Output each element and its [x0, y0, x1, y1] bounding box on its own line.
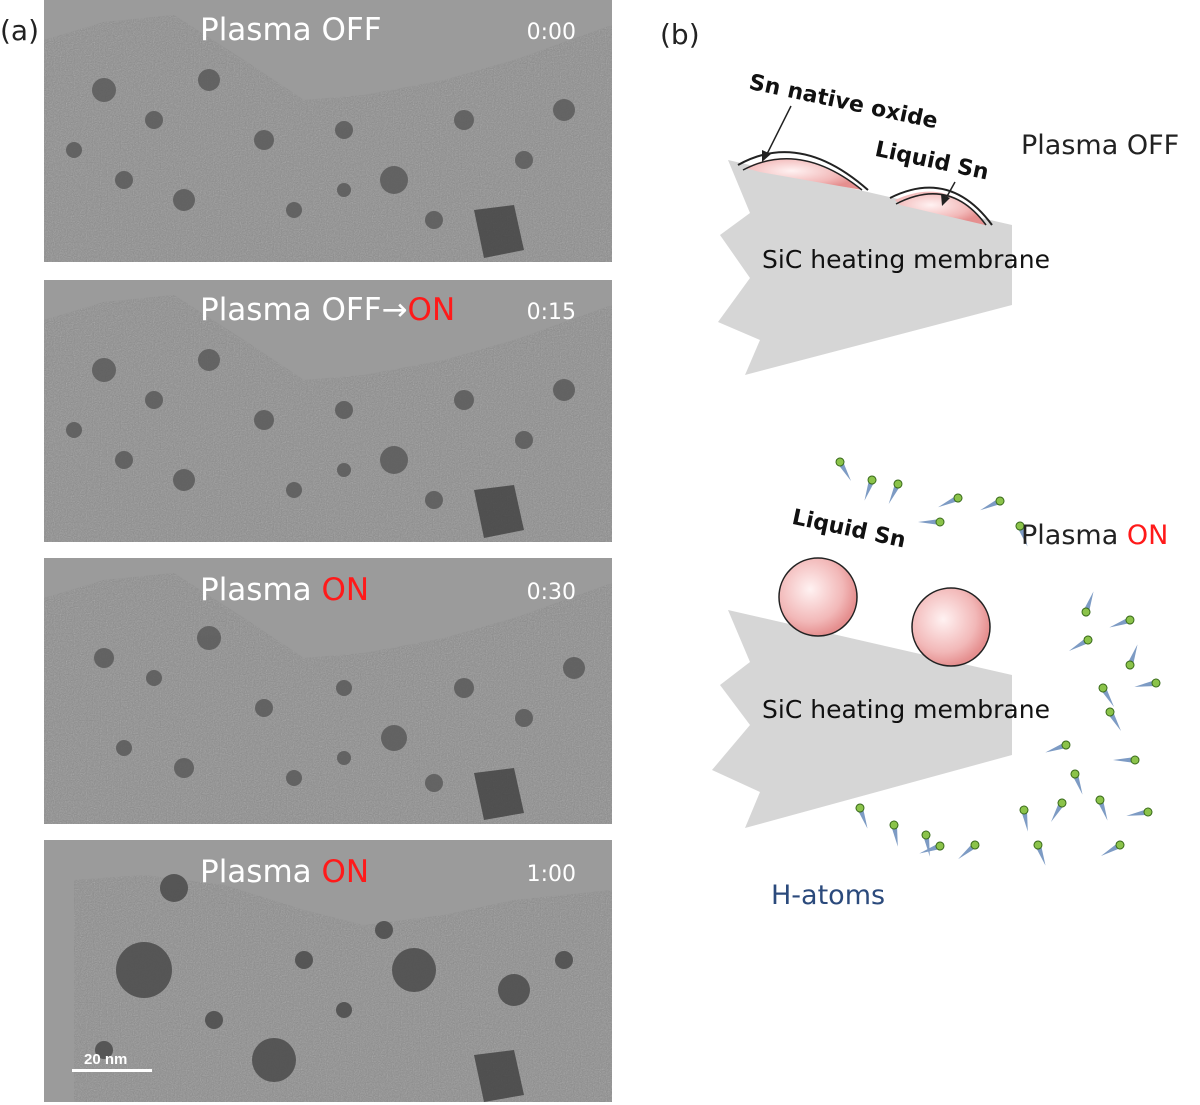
tem-time-4: 1:00	[526, 862, 576, 887]
bottom-droplet-1	[778, 557, 858, 637]
top-droplet-1	[745, 157, 862, 190]
tem-image-3	[44, 573, 612, 824]
tem-time-2: 0:15	[526, 300, 576, 325]
membrane-label-top: SiC heating membrane	[762, 245, 1050, 274]
tem-time-3: 0:30	[526, 580, 576, 605]
panel-a-label: (a)	[0, 14, 40, 47]
tem-image-4	[74, 874, 612, 1102]
top-oxide-shell-1	[737, 151, 869, 191]
plasma-off-label: Plasma OFF	[1021, 130, 1180, 161]
tem-frame-4: Plasma ON 1:00 20 nm	[44, 840, 612, 1102]
tem-time-1: 0:00	[526, 20, 576, 45]
tem-frame-3: Plasma ON 0:30	[44, 558, 612, 824]
top-oxide-shell-2	[889, 186, 993, 226]
tem-caption-1: Plasma OFF	[200, 12, 382, 48]
bottom-membrane	[712, 610, 1012, 828]
h-atoms-label: H-atoms	[771, 880, 886, 911]
tem-frame-2: Plasma OFF→ON 0:15	[44, 280, 612, 542]
membrane-label-bottom: SiC heating membrane	[762, 695, 1050, 724]
panel-b-schematic	[712, 105, 1162, 868]
tem-image-1	[44, 15, 612, 262]
plasma-on-label: Plasma ON	[1021, 520, 1169, 551]
scale-bar	[72, 1069, 152, 1072]
scale-bar-label: 20 nm	[84, 1051, 128, 1068]
panel-b-label: (b)	[660, 18, 700, 51]
oxide-arrow	[765, 105, 792, 157]
tem-image-2	[44, 295, 612, 542]
bottom-droplet-2	[911, 587, 991, 667]
tem-caption-4: Plasma ON	[200, 854, 370, 890]
top-droplet-2	[895, 191, 985, 225]
tem-caption-3: Plasma ON	[200, 572, 370, 608]
tem-caption-2: Plasma OFF→ON	[200, 292, 456, 328]
tem-frame-1: Plasma OFF 0:00	[44, 0, 612, 262]
